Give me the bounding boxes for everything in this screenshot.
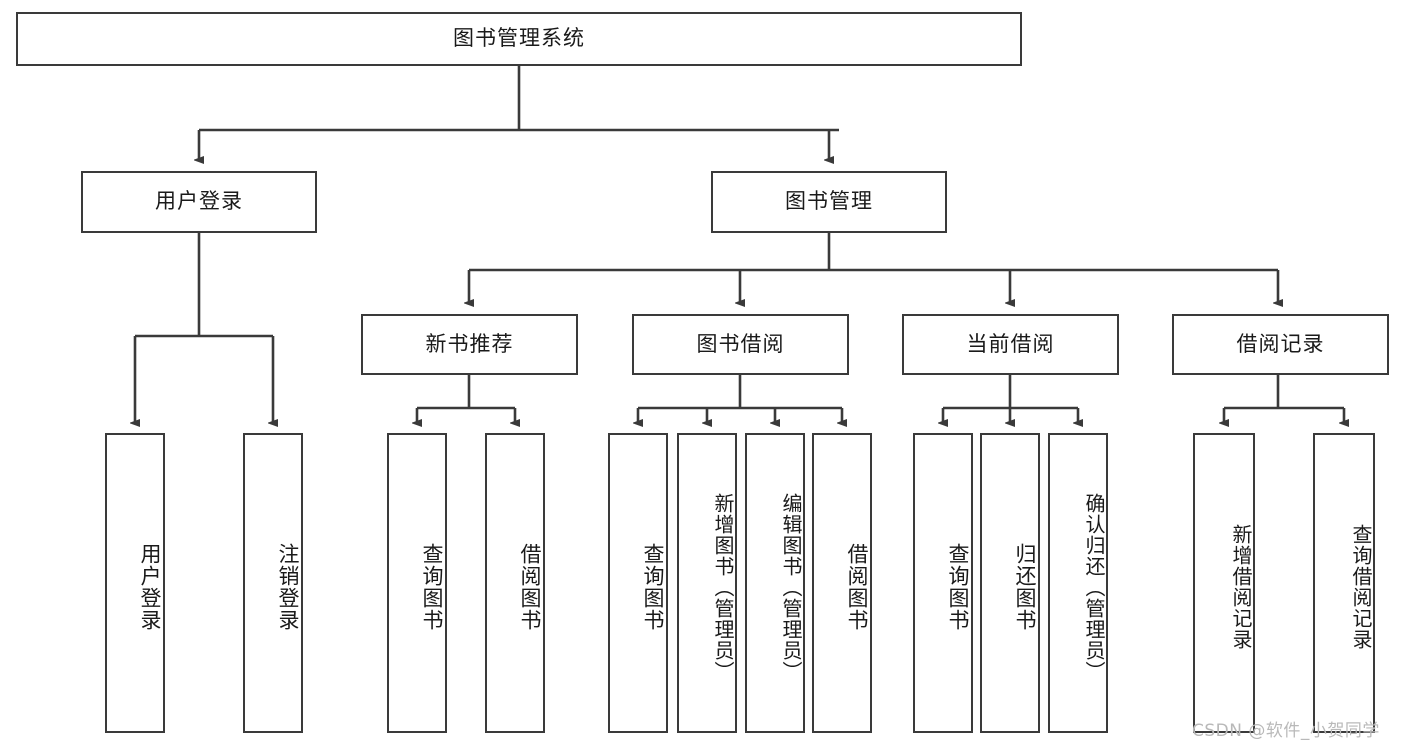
node-label: 图书借阅 bbox=[696, 331, 785, 356]
node-label: 当前借阅 bbox=[966, 331, 1055, 356]
node-label: 查询图书 bbox=[420, 543, 444, 631]
leaf-user-login-login[interactable]: 用户登录 bbox=[105, 433, 165, 733]
node-book-management[interactable]: 图书管理 bbox=[711, 171, 947, 233]
csdn-watermark: CSDN @软件_小贺同学 bbox=[1192, 721, 1380, 741]
node-label: 图书管理系统 bbox=[453, 26, 585, 51]
node-label: 查询借阅记录 bbox=[1349, 524, 1373, 650]
node-label: 新书推荐 bbox=[425, 331, 514, 356]
node-label: 注销登录 bbox=[276, 543, 300, 631]
node-label: 查询图书 bbox=[641, 543, 665, 631]
node-label: 借阅图书 bbox=[845, 543, 869, 631]
node-root-book-management-system[interactable]: 图书管理系统 bbox=[16, 12, 1022, 66]
node-user-login[interactable]: 用户登录 bbox=[81, 171, 317, 233]
node-label: 归还图书 bbox=[1013, 543, 1037, 631]
leaf-book-borrow-edit-book-admin[interactable]: 编辑图书（管理员） bbox=[745, 433, 805, 733]
node-label: 用户登录 bbox=[155, 189, 243, 214]
node-label: 图书管理 bbox=[785, 189, 873, 214]
leaf-borrow-record-query-record[interactable]: 查询借阅记录 bbox=[1313, 433, 1375, 733]
node-label: 借阅图书 bbox=[518, 543, 542, 631]
leaf-current-borrow-return-book[interactable]: 归还图书 bbox=[980, 433, 1040, 733]
leaf-new-book-borrow-book[interactable]: 借阅图书 bbox=[485, 433, 545, 733]
node-label: 借阅记录 bbox=[1236, 331, 1325, 356]
leaf-book-borrow-borrow-book[interactable]: 借阅图书 bbox=[812, 433, 872, 733]
node-borrowing-record[interactable]: 借阅记录 bbox=[1172, 314, 1389, 375]
leaf-current-borrow-confirm-return-admin[interactable]: 确认归还（管理员） bbox=[1048, 433, 1108, 733]
leaf-borrow-record-add-record[interactable]: 新增借阅记录 bbox=[1193, 433, 1255, 733]
node-label: 新增借阅记录 bbox=[1229, 524, 1253, 650]
node-label: 查询图书 bbox=[946, 543, 970, 631]
node-label: 用户登录 bbox=[138, 543, 162, 631]
leaf-current-borrow-query-book[interactable]: 查询图书 bbox=[913, 433, 973, 733]
leaf-user-login-logout[interactable]: 注销登录 bbox=[243, 433, 303, 733]
leaf-book-borrow-add-book-admin[interactable]: 新增图书（管理员） bbox=[677, 433, 737, 733]
node-current-borrowing[interactable]: 当前借阅 bbox=[902, 314, 1119, 375]
leaf-book-borrow-query-book[interactable]: 查询图书 bbox=[608, 433, 668, 733]
node-new-book-recommendation[interactable]: 新书推荐 bbox=[361, 314, 578, 375]
node-book-borrowing[interactable]: 图书借阅 bbox=[632, 314, 849, 375]
node-label: 新增图书（管理员） bbox=[711, 492, 735, 682]
node-label: 编辑图书（管理员） bbox=[779, 492, 803, 682]
leaf-new-book-query-book[interactable]: 查询图书 bbox=[387, 433, 447, 733]
node-label: 确认归还（管理员） bbox=[1082, 492, 1106, 682]
